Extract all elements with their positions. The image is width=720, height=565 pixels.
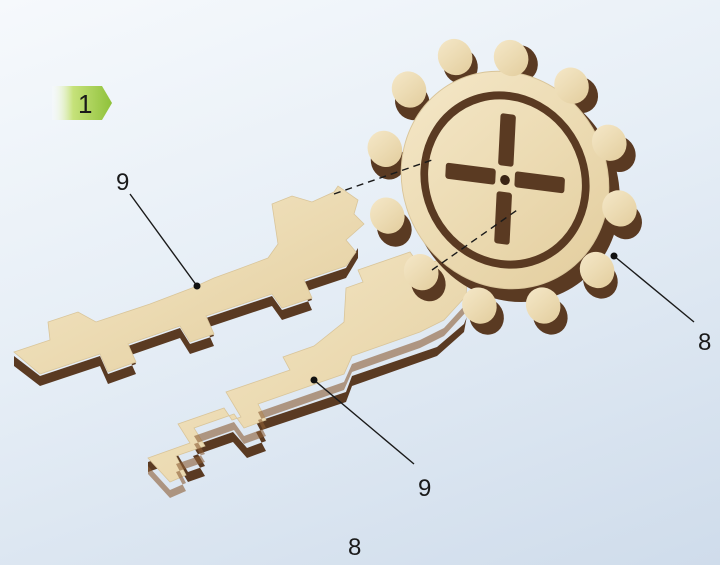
gear-label: 8: [698, 329, 711, 356]
bar-upper-label: 9: [116, 169, 129, 196]
step-number: 1: [78, 89, 92, 119]
bar-lower-label: 9: [418, 475, 431, 502]
callout-bar-upper: 9: [116, 169, 201, 290]
footer-label: 8: [348, 534, 361, 561]
step-badge: 1: [52, 86, 112, 120]
callout-gear: 8: [611, 253, 712, 357]
